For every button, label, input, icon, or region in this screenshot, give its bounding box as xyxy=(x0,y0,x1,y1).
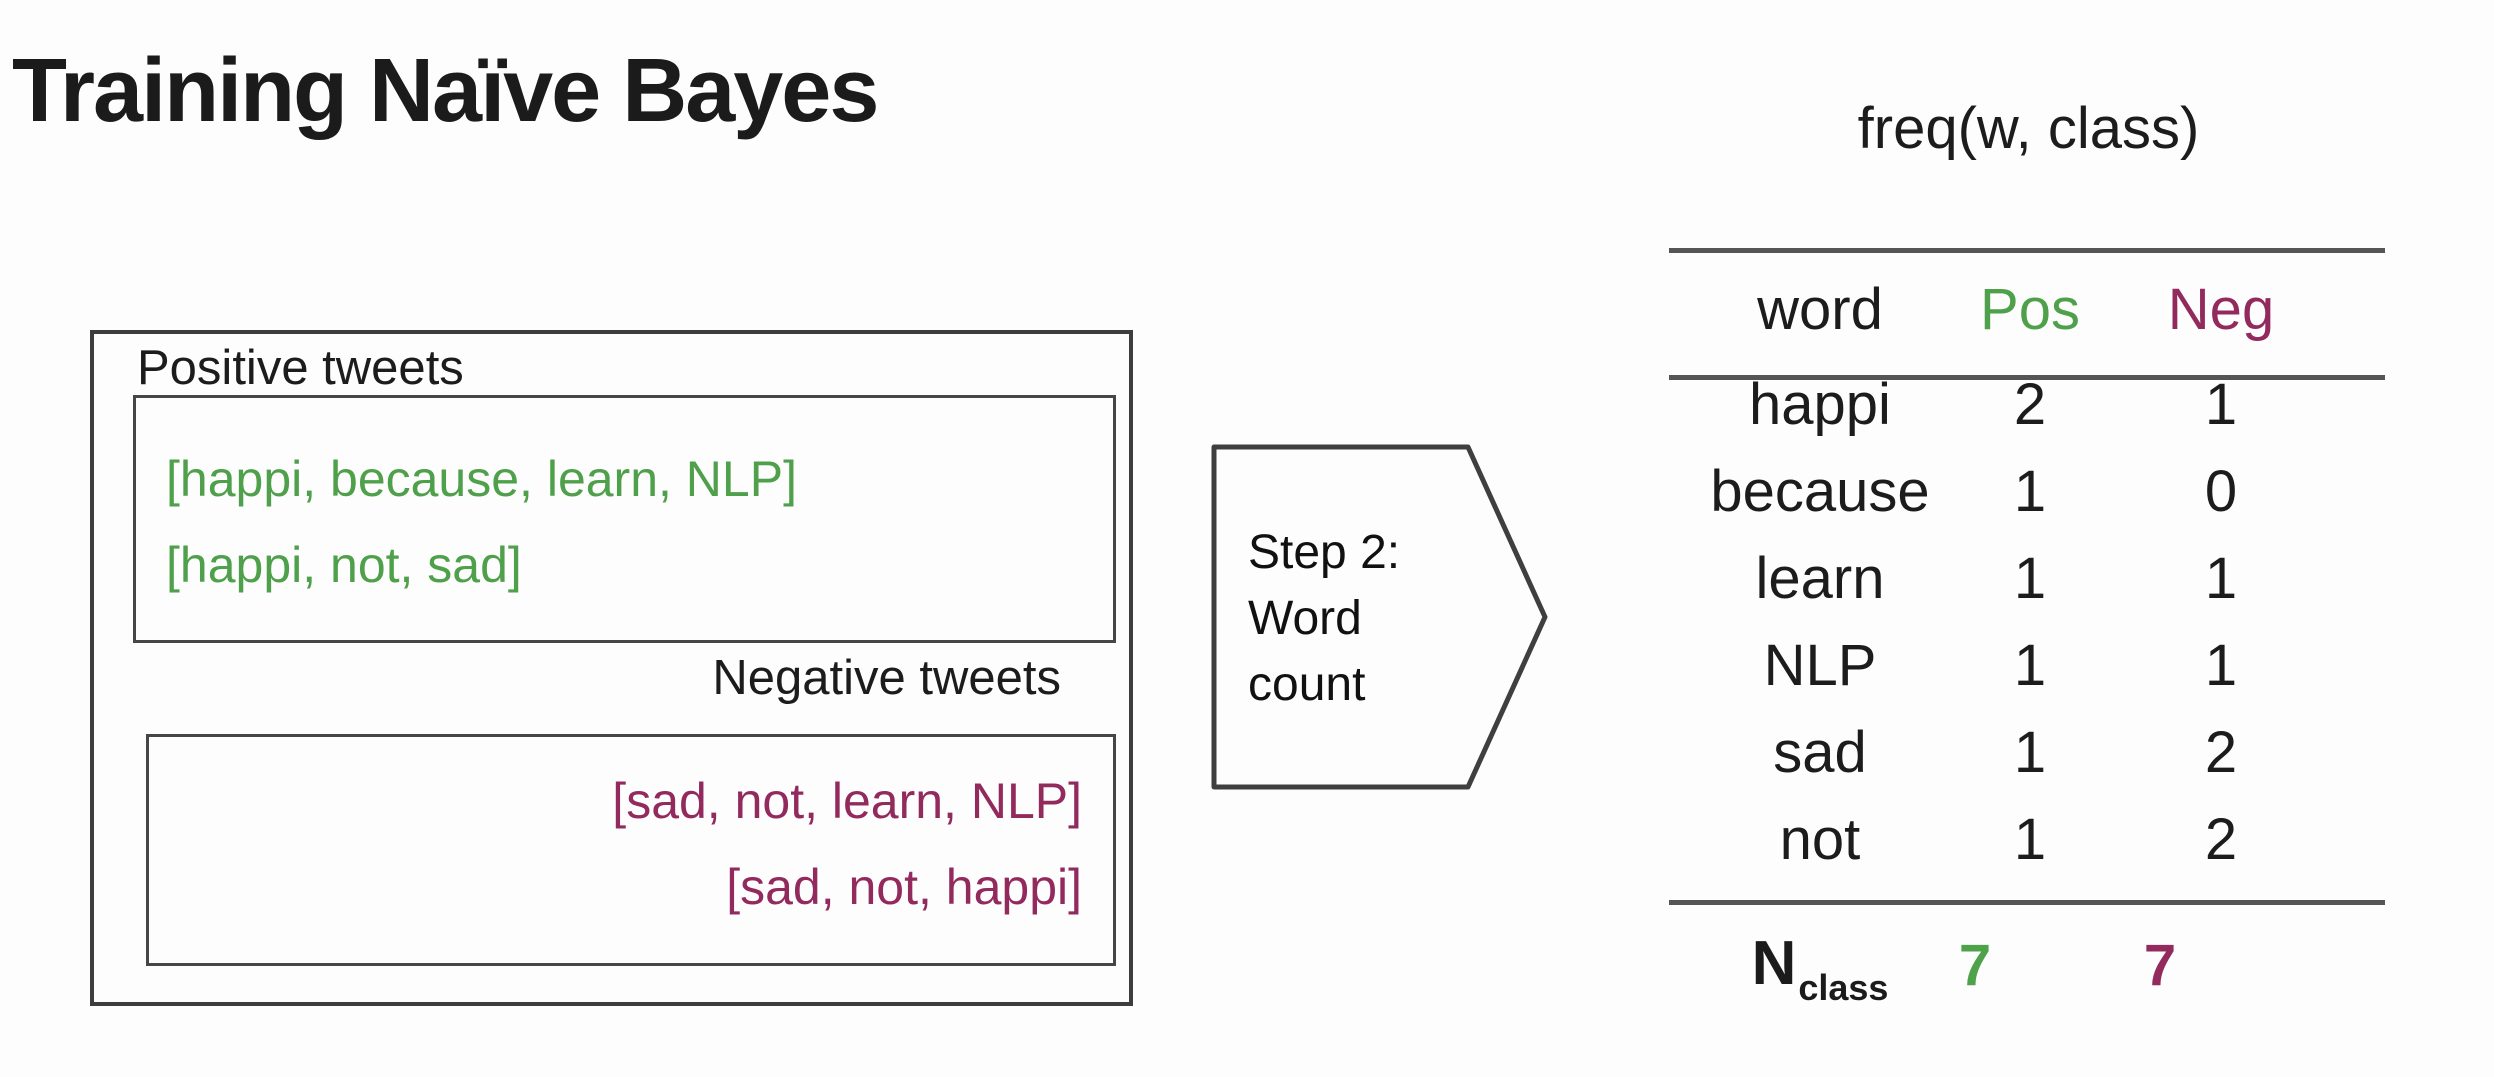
pentagon-arrow-icon xyxy=(1211,444,1548,790)
n-class-base: N xyxy=(1751,929,1797,998)
freq-table-header-row: word Pos Neg xyxy=(1670,276,2387,343)
table-row: sad 1 2 xyxy=(1670,709,2387,796)
cell-neg: 1 xyxy=(2204,633,2238,698)
header-word: word xyxy=(1757,277,1883,342)
cell-word: learn xyxy=(1755,546,1885,611)
step-arrow-label: Step 2: Word count xyxy=(1248,520,1400,718)
cell-word: happi xyxy=(1749,372,1891,437)
cell-neg: 1 xyxy=(2204,546,2238,611)
cell-pos: 1 xyxy=(2013,546,2047,611)
cell-word: NLP xyxy=(1763,633,1877,698)
cell-word: because xyxy=(1710,459,1930,524)
cell-pos: 1 xyxy=(2013,459,2047,524)
header-neg: Neg xyxy=(2167,277,2275,342)
negative-tweets-box xyxy=(146,734,1116,966)
table-row: not 1 2 xyxy=(1670,796,2387,883)
step-arrow-line: count xyxy=(1248,658,1366,711)
pos-total: 7 xyxy=(1958,933,1992,998)
slide-title: Training Naïve Bayes xyxy=(12,41,879,141)
header-pos: Pos xyxy=(1980,277,2080,342)
freq-table-body: happi 2 1 because 1 0 learn 1 1 NLP 1 1 … xyxy=(1670,361,2387,883)
cell-pos: 1 xyxy=(2013,807,2047,872)
cell-pos: 1 xyxy=(2013,633,2047,698)
cell-pos: 2 xyxy=(2013,372,2047,437)
cell-neg: 0 xyxy=(2204,459,2238,524)
cell-neg: 2 xyxy=(2204,807,2238,872)
n-class-label: Nclass xyxy=(1670,928,1970,1008)
freq-table-footer-row: Nclass 7 7 xyxy=(1670,928,2387,1008)
freq-table-rule-bottom xyxy=(1669,900,2385,905)
table-row: learn 1 1 xyxy=(1670,535,2387,622)
freq-table-title: freq(w, class) xyxy=(1857,96,2200,161)
positive-tweet-line: [happi, not, sad] xyxy=(166,537,522,593)
positive-tweets-label: Positive tweets xyxy=(137,341,464,395)
negative-tweets-label: Negative tweets xyxy=(712,651,1061,705)
negative-tweet-line: [sad, not, learn, NLP] xyxy=(612,773,1082,829)
positive-tweets-box xyxy=(133,395,1116,643)
step-arrow-line: Word xyxy=(1248,592,1362,645)
cell-word: sad xyxy=(1773,720,1867,785)
freq-table-rule-top xyxy=(1669,248,2385,253)
table-row: NLP 1 1 xyxy=(1670,622,2387,709)
table-row: because 1 0 xyxy=(1670,448,2387,535)
n-class-subscript: class xyxy=(1798,967,1889,1008)
cell-pos: 1 xyxy=(2013,720,2047,785)
cell-neg: 2 xyxy=(2204,720,2238,785)
cell-word: not xyxy=(1779,807,1861,872)
negative-tweet-line: [sad, not, happi] xyxy=(726,859,1082,915)
neg-total: 7 xyxy=(2143,933,2177,998)
step-arrow-line: Step 2: xyxy=(1248,526,1401,579)
cell-neg: 1 xyxy=(2204,372,2238,437)
positive-tweet-line: [happi, because, learn, NLP] xyxy=(166,451,797,507)
freq-table-rule-mid xyxy=(1669,375,2385,380)
step-arrow-shape xyxy=(1211,444,1548,790)
table-row: happi 2 1 xyxy=(1670,361,2387,448)
